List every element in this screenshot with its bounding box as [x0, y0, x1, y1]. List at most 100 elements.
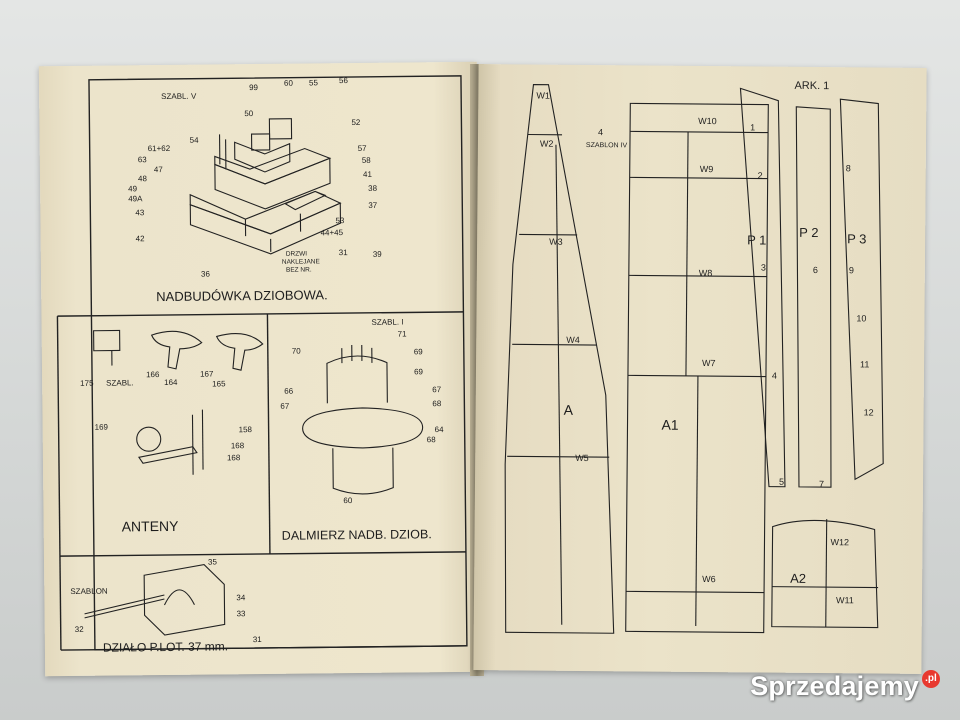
- label-w8: W8: [699, 268, 713, 278]
- divider-h1: [57, 311, 464, 317]
- rangefinder-labels: SZABL. I 71 70 69 69 66 67 67 68 68 64 6…: [280, 318, 445, 506]
- label-165: 165: [212, 379, 226, 388]
- label-47: 47: [154, 165, 164, 174]
- left-page: SZABL. V 99 60 55 56 50 52 57 58 41 38 3…: [38, 61, 484, 677]
- label-szablon: SZABLON: [70, 587, 108, 596]
- left-page-drawing: SZABL. V 99 60 55 56 50 52 57 58 41 38 3…: [56, 75, 468, 655]
- label-41: 41: [363, 170, 373, 179]
- label-36: 36: [201, 270, 211, 279]
- label-44-45: 44+45: [321, 228, 344, 237]
- label-43: 43: [135, 208, 145, 217]
- watermark-text: Sprzedajemy: [750, 670, 919, 701]
- label-164: 164: [164, 378, 178, 387]
- label-34: 34: [236, 593, 246, 602]
- label-w12: W12: [830, 537, 849, 547]
- label-a2: A2: [790, 571, 806, 586]
- antenna-sketch: [93, 329, 264, 475]
- label-50: 50: [244, 109, 254, 118]
- label-37: 37: [368, 201, 378, 210]
- label-70: 70: [292, 347, 302, 356]
- label-w7: W7: [702, 358, 716, 368]
- label-w9: W9: [700, 164, 714, 174]
- part-a-outline: [504, 83, 615, 634]
- label-68b: 68: [427, 435, 437, 444]
- label-169: 169: [95, 423, 109, 432]
- label-58: 58: [362, 156, 372, 165]
- label-56: 56: [339, 76, 349, 85]
- label-64: 64: [435, 425, 445, 434]
- watermark: Sprzedajemy .pl: [750, 670, 940, 702]
- label-a1: A1: [661, 417, 678, 433]
- right-page-drawing: ARK. 1 W1 W2 W3 W4 W5 A SZABLON IV 4 W10…: [504, 80, 884, 634]
- label-szabl: SZABL.: [106, 378, 134, 387]
- label-167: 167: [200, 369, 214, 378]
- rangefinder-sketch: [302, 344, 424, 495]
- label-57: 57: [358, 144, 368, 153]
- label-w11: W11: [836, 595, 854, 605]
- label-w4: W4: [566, 335, 580, 345]
- label-strip-8: 8: [846, 163, 851, 173]
- part-p1-outline: [739, 87, 786, 488]
- bottom-edge: [60, 645, 467, 651]
- label-60-dalmierz: 60: [343, 496, 353, 505]
- label-69b: 69: [414, 367, 424, 376]
- label-a: A: [564, 402, 574, 418]
- divider-h2: [59, 551, 466, 557]
- label-naklejane: NAKLEJANE: [282, 258, 321, 265]
- label-strip-7: 7: [819, 479, 824, 489]
- label-szablon-iv: SZABLON IV: [586, 142, 628, 149]
- label-bez-nr: BEZ NR.: [286, 266, 312, 273]
- label-52: 52: [351, 118, 361, 127]
- label-p3: P 3: [847, 231, 866, 246]
- label-strip-12: 12: [864, 407, 874, 417]
- divider-v: [266, 313, 271, 554]
- left-frame-edge: [56, 316, 62, 651]
- label-63: 63: [138, 155, 148, 164]
- label-33: 33: [237, 609, 247, 618]
- label-31-top: 31: [339, 248, 349, 257]
- superstructure-sketch: [189, 118, 342, 255]
- label-ark-1: ARK. 1: [794, 80, 829, 92]
- label-175: 175: [80, 379, 94, 388]
- watermark-badge: .pl: [922, 670, 940, 688]
- label-strip-11: 11: [860, 359, 869, 369]
- label-w10: W10: [698, 116, 717, 126]
- title-dzialo: DZIAŁO P.LOT. 37 mm.: [103, 639, 228, 654]
- label-strip-2: 2: [758, 170, 763, 180]
- label-53: 53: [335, 216, 345, 225]
- label-42: 42: [136, 234, 146, 243]
- label-39: 39: [373, 250, 383, 259]
- label-w6: W6: [702, 574, 716, 584]
- label-w2: W2: [540, 139, 554, 149]
- label-35: 35: [208, 557, 218, 566]
- part-a1-outline: [625, 102, 769, 634]
- right-page-labels: ARK. 1 W1 W2 W3 W4 W5 A SZABLON IV 4 W10…: [536, 80, 874, 606]
- label-w5: W5: [575, 453, 589, 463]
- label-60-top: 60: [284, 79, 294, 88]
- label-strip-9: 9: [849, 265, 854, 275]
- label-szabl-v: SZABL. V: [161, 92, 197, 101]
- label-strip-6: 6: [813, 265, 818, 275]
- label-strip-3: 3: [761, 263, 766, 273]
- label-71: 71: [398, 329, 408, 338]
- part-a2-outline: [771, 519, 879, 629]
- label-strip-1: 1: [750, 122, 755, 132]
- label-49: 49: [128, 184, 138, 193]
- label-68a: 68: [432, 399, 442, 408]
- title-anteny: ANTENY: [122, 518, 180, 535]
- label-99: 99: [249, 83, 259, 92]
- label-48: 48: [138, 174, 148, 183]
- label-55: 55: [309, 78, 319, 87]
- label-31-dzialo: 31: [253, 635, 263, 644]
- label-69a: 69: [414, 347, 424, 356]
- label-166: 166: [146, 370, 160, 379]
- label-w1: W1: [536, 91, 550, 101]
- title-dalmierz: DALMIERZ NADB. DZIOB.: [282, 527, 432, 543]
- label-strip-10: 10: [856, 313, 866, 323]
- label-4-small: 4: [598, 127, 603, 137]
- label-158: 158: [239, 425, 253, 434]
- antenna-labels: 175 SZABL. 166 164 167 165 169 158 168 1…: [80, 369, 253, 462]
- label-32: 32: [75, 625, 85, 634]
- title-nadbudowka: NADBUDÓWKA DZIOBOWA.: [156, 287, 328, 304]
- label-38: 38: [368, 184, 378, 193]
